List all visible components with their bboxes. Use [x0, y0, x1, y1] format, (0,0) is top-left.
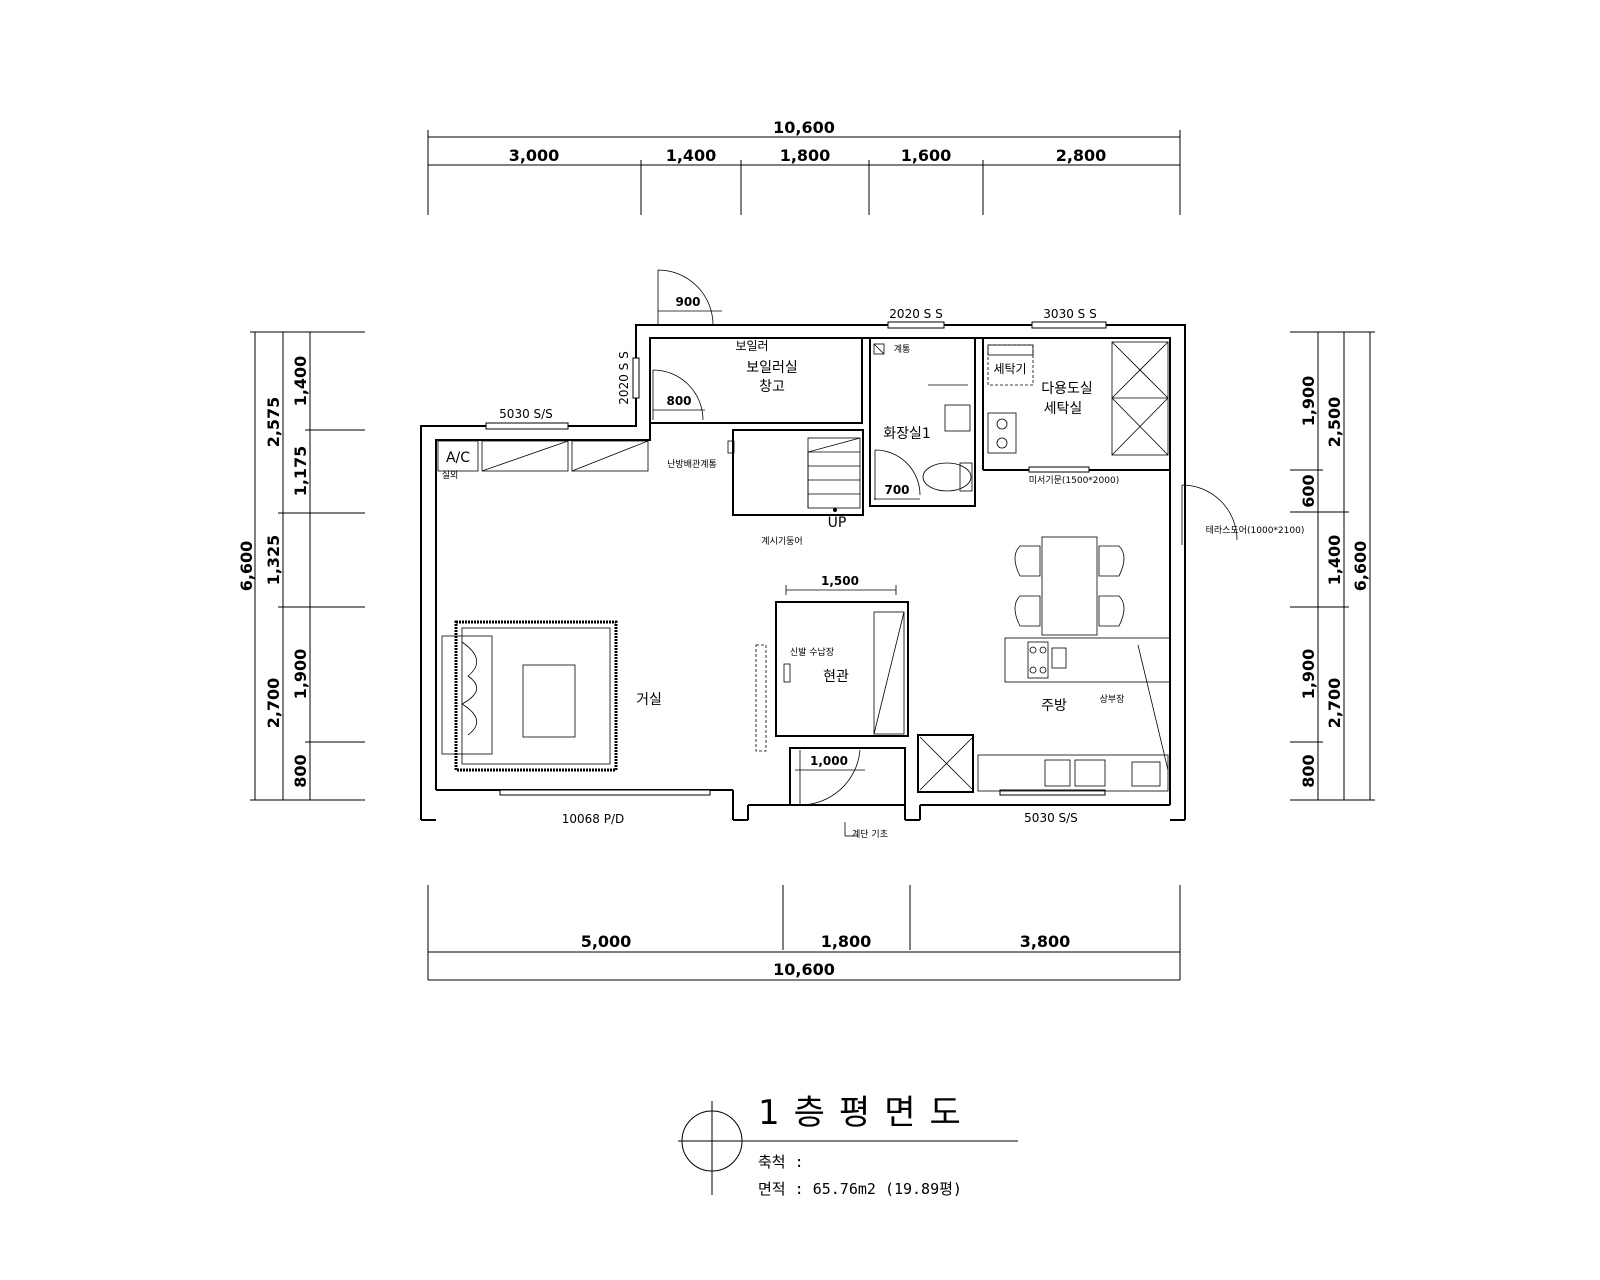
right-dimension-lines — [1290, 331, 1375, 801]
living-room-label: 거실 — [636, 692, 662, 708]
right-dimension-2700: 2,700 — [1325, 678, 1344, 729]
drawing-title: 1층평면도 — [758, 1093, 975, 1133]
door-width-1000: 1,000 — [810, 754, 848, 768]
top-dimension-1: 3,000 — [509, 146, 560, 165]
left-dimension-1900: 1,900 — [291, 649, 310, 700]
utility-room-label: 다용도실 — [1041, 381, 1093, 397]
bottom-dimension-2: 1,800 — [821, 932, 872, 951]
right-dimension-1900-top: 1,900 — [1299, 376, 1318, 427]
dining-set — [1014, 536, 1125, 636]
ac-unit: A/C 실외 — [437, 440, 735, 481]
terrace-door-label: 테라스도어(1000*2100) — [1206, 525, 1305, 536]
drawing-area: 면적 : 65.76m2 (19.89평) — [758, 1180, 962, 1198]
bottom-dimension-1: 5,000 — [581, 932, 632, 951]
doors — [652, 269, 1238, 806]
left-dimension-lines — [250, 331, 365, 801]
bathroom-fixtures — [873, 343, 973, 492]
mesh-door-label: 미서기문(1500*2000) — [1029, 475, 1119, 486]
ac-note: 실외 — [442, 469, 459, 481]
drawing-scale: 축척 : — [758, 1153, 804, 1171]
exterior-walls — [420, 324, 1186, 821]
top-dimension-4: 1,600 — [901, 146, 952, 165]
entrance-label: 현관 — [823, 669, 849, 685]
left-dimension-1400: 1,400 — [291, 356, 310, 407]
ac-label: A/C — [446, 450, 470, 466]
door-width-700: 700 — [884, 483, 909, 497]
entry-width-1500: 1,500 — [821, 574, 859, 588]
right-dimension-1400: 1,400 — [1325, 535, 1344, 586]
laundry-room-label: 세탁실 — [1044, 401, 1083, 417]
entrance-fixtures — [783, 611, 905, 735]
left-dimension-1325: 1,325 — [264, 535, 283, 586]
window-10068: 10068 P/D — [562, 812, 625, 826]
top-total-dimension: 10,600 — [773, 118, 835, 137]
left-dimension-2575: 2,575 — [264, 397, 283, 448]
top-dimension-5: 2,800 — [1056, 146, 1107, 165]
window-2020-side: 2020 S S — [617, 351, 631, 404]
boiler-tag: 보일러 — [735, 339, 768, 353]
left-dimension-1175: 1,175 — [291, 446, 310, 497]
window-5030-top: 5030 S/S — [499, 407, 553, 421]
washer-tag: 세탁기 — [993, 362, 1026, 376]
stair-note: 계시기둥어 — [761, 535, 802, 547]
bathroom-note: 계통 — [894, 343, 911, 355]
storage-room-label: 창고 — [759, 379, 785, 395]
bottom-dimension-lines — [427, 885, 1181, 981]
title-block — [678, 1101, 1018, 1195]
door-width-900: 900 — [675, 295, 700, 309]
staircase — [807, 437, 861, 512]
right-dimension-600: 600 — [1299, 474, 1318, 507]
kitchen-counter — [919, 637, 1171, 792]
interior-walls — [649, 337, 1170, 806]
window-5030-bottom: 5030 S/S — [1024, 811, 1078, 825]
door-width-800: 800 — [666, 394, 691, 408]
bathroom-label: 화장실1 — [883, 426, 931, 442]
window-3030: 3030 S S — [1043, 307, 1096, 321]
bottom-dimension-3: 3,800 — [1020, 932, 1071, 951]
top-dimension-2: 1,400 — [666, 146, 717, 165]
top-dimension-3: 1,800 — [780, 146, 831, 165]
upper-cabinet-label: 상부장 — [1100, 694, 1125, 705]
right-dimension-800: 800 — [1299, 754, 1318, 787]
top-dimension-lines — [427, 130, 1181, 215]
bottom-total-dimension: 10,600 — [773, 960, 835, 979]
entry-note: 계단 기초 — [852, 828, 888, 840]
left-dimension-2700: 2,700 — [264, 678, 283, 729]
living-room-furniture — [441, 620, 767, 772]
kitchen-label: 주방 — [1041, 698, 1067, 714]
left-dimension-800: 800 — [291, 754, 310, 787]
left-total-dimension: 6,600 — [237, 541, 256, 592]
utility-fixtures — [987, 341, 1169, 456]
right-dimension-2500: 2,500 — [1325, 397, 1344, 448]
right-total-dimension: 6,600 — [1351, 541, 1370, 592]
boiler-room-label: 보일러실 — [746, 360, 798, 376]
window-2020-top: 2020 S S — [889, 307, 942, 321]
shoe-cabinet-note: 신발 수납장 — [790, 647, 834, 658]
right-dimension-1900-bottom: 1,900 — [1299, 649, 1318, 700]
windows — [485, 321, 1107, 796]
heating-pipe-label: 난방배관계통 — [667, 458, 717, 470]
stair-up-label: UP — [828, 515, 847, 531]
